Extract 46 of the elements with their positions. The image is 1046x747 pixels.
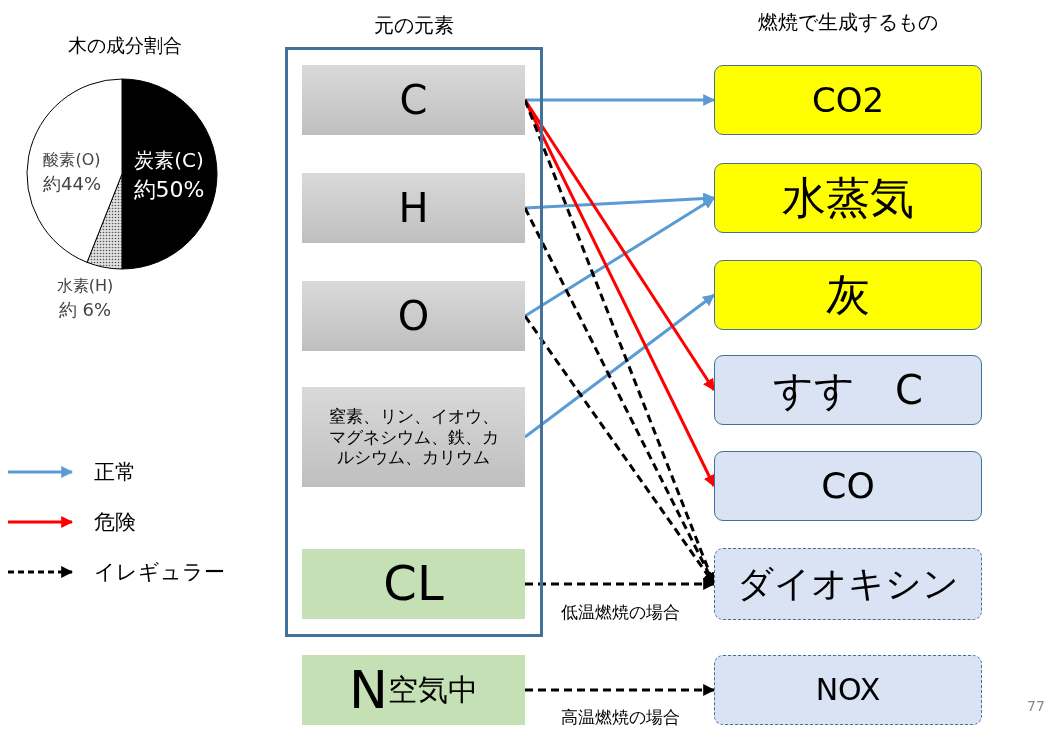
product-box bbox=[714, 548, 982, 620]
node-label: H bbox=[398, 184, 429, 232]
slice-label: 水素(H) bbox=[56, 275, 114, 297]
column-heading: 燃焼で生成するもの bbox=[758, 8, 938, 36]
product-box bbox=[714, 655, 982, 725]
legend-label: 正常 bbox=[94, 459, 136, 486]
node-label: CO bbox=[821, 464, 875, 508]
arrow bbox=[524, 293, 715, 439]
slice-value: 約50% bbox=[133, 176, 205, 204]
element-box bbox=[302, 173, 525, 243]
product-box bbox=[714, 163, 982, 233]
product-box bbox=[714, 260, 982, 330]
legend-label: イレギュラー bbox=[94, 559, 225, 586]
node-label: 灰 bbox=[826, 268, 870, 322]
node-label: ダイオキシン bbox=[737, 562, 959, 606]
element-box bbox=[302, 549, 525, 619]
edge-label: 高温燃焼の場合 bbox=[560, 705, 680, 729]
product-box bbox=[714, 355, 982, 425]
slice-value: 約44% bbox=[43, 172, 101, 196]
page-number: 77 bbox=[1027, 698, 1045, 714]
element-box bbox=[302, 65, 525, 135]
chart-title: 木の成分割合 bbox=[68, 33, 182, 58]
node-label: CL bbox=[383, 555, 444, 613]
node-label: NOX bbox=[815, 672, 881, 708]
slice-value: 約 6% bbox=[58, 298, 112, 322]
arrow bbox=[525, 578, 716, 590]
node-label: 窒素、リン、イオウ、マグネシウム、鉄、カルシウム、カリウム bbox=[327, 406, 500, 468]
arrow bbox=[524, 196, 715, 318]
node-label: 空気中 bbox=[387, 672, 478, 708]
arrow bbox=[525, 684, 716, 696]
element-box bbox=[302, 655, 525, 725]
product-box bbox=[714, 65, 982, 135]
node-label: C bbox=[399, 76, 428, 124]
element-box bbox=[302, 387, 525, 487]
column-heading: 元の元素 bbox=[374, 12, 454, 39]
element-box bbox=[302, 281, 525, 351]
node-label: すす C bbox=[773, 366, 923, 414]
arrow bbox=[525, 94, 716, 106]
node-label: N bbox=[349, 658, 388, 722]
node-label: 水蒸気 bbox=[782, 171, 914, 225]
node-label: CO2 bbox=[811, 79, 885, 121]
product-box bbox=[714, 451, 982, 521]
slice-label: 炭素(C) bbox=[134, 146, 204, 174]
legend-label: 危険 bbox=[94, 509, 136, 536]
slice-label: 酸素(O) bbox=[43, 149, 101, 171]
node-label: O bbox=[397, 292, 430, 340]
